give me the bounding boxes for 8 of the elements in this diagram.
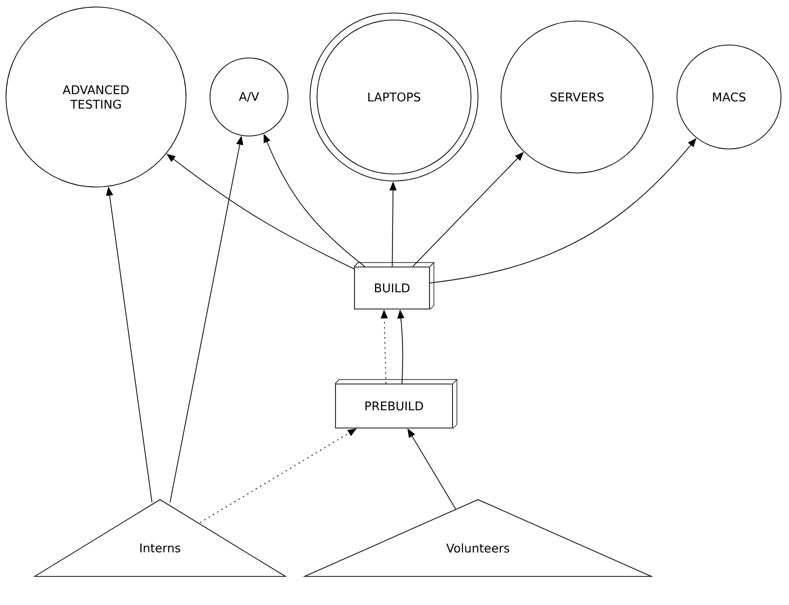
circle-node: ADVANCED TESTING — [6, 6, 186, 188]
arrow — [430, 138, 696, 284]
circle-node: SERVERS — [500, 20, 654, 174]
box-node: BUILD — [354, 262, 434, 310]
circle-node: MACS — [676, 44, 782, 150]
box-node: PREBUILD — [334, 379, 458, 429]
double-circle-node: LAPTOPS — [310, 12, 478, 182]
circle-node: A/V — [210, 58, 288, 136]
